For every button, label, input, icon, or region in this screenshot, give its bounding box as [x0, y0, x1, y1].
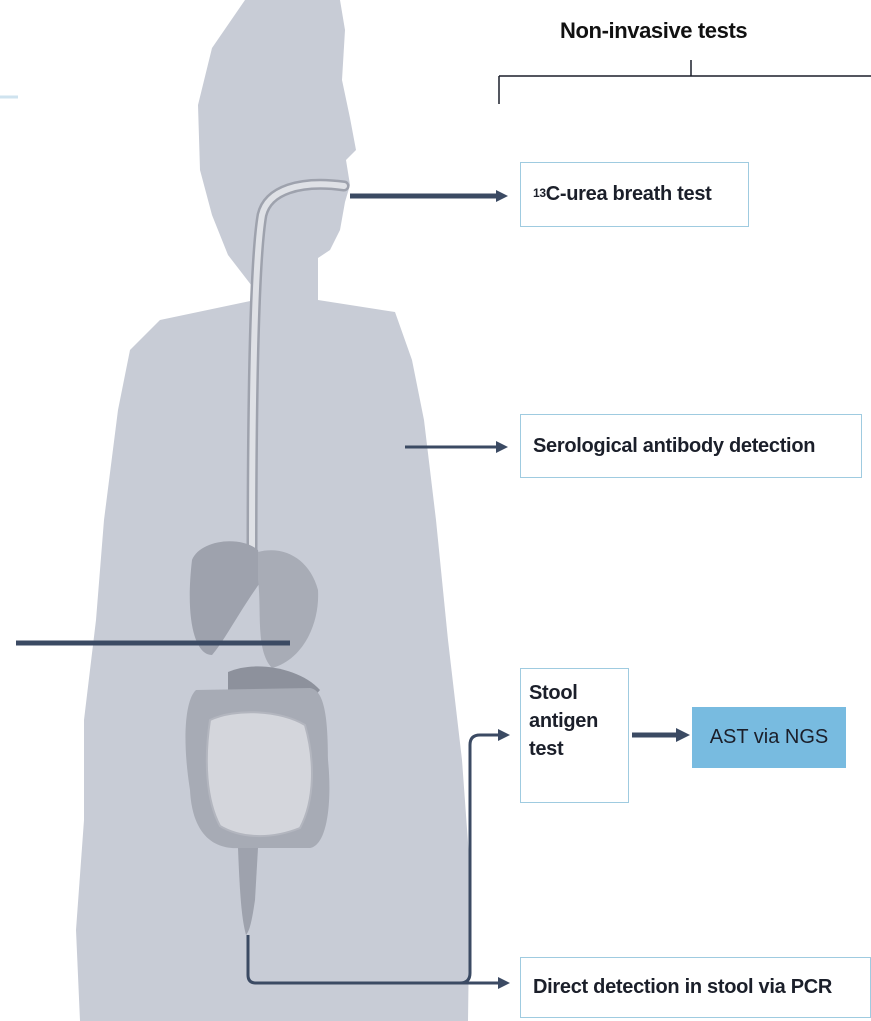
- ast-ngs-box: AST via NGS: [692, 707, 846, 768]
- pcr-box: Direct detection in stool via PCR: [520, 957, 871, 1018]
- stool-arrow-head: [498, 729, 510, 741]
- small-intestine: [207, 712, 312, 836]
- breath-test-superscript: 13: [533, 186, 546, 200]
- stool-antigen-line-3: test: [529, 735, 620, 763]
- stool-antigen-box: Stool antigen test: [520, 668, 629, 803]
- serology-label: Serological antibody detection: [533, 435, 815, 458]
- serology-arrow-head: [496, 441, 508, 453]
- breath-test-box: 13 C-urea breath test: [520, 162, 749, 227]
- stool-antigen-line-1: Stool: [529, 679, 620, 707]
- ast-ngs-label: AST via NGS: [710, 726, 829, 749]
- serology-box: Serological antibody detection: [520, 414, 862, 478]
- pcr-label: Direct detection in stool via PCR: [533, 976, 832, 999]
- stool-antigen-line-2: antigen: [529, 707, 620, 735]
- pcr-arrow-head: [498, 977, 510, 989]
- ngs-arrow-head: [676, 728, 690, 742]
- heading-non-invasive-tests: Non-invasive tests: [560, 18, 747, 44]
- head: [198, 0, 356, 322]
- breath-arrow-head: [496, 190, 508, 202]
- breath-test-label: C-urea breath test: [546, 183, 712, 206]
- body-silhouette: [76, 0, 470, 1021]
- heading-bracket: [499, 60, 871, 104]
